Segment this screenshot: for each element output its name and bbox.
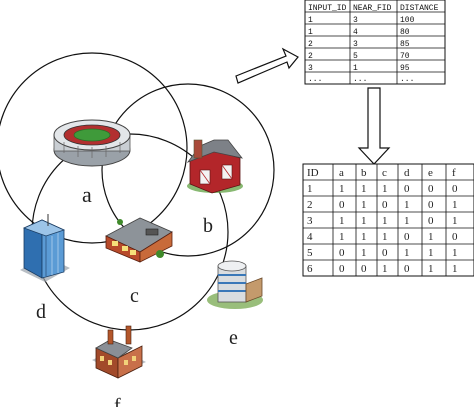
matrix-cell: 0 (428, 215, 434, 227)
matrix-cell: 5 (307, 247, 313, 259)
matrix-cell: 0 (339, 199, 345, 211)
matrix-cell: 1 (404, 199, 410, 211)
matrix-cell: 1 (307, 183, 313, 195)
stadium-icon (53, 119, 131, 167)
near-header-near-fid: NEAR_FID (353, 4, 392, 13)
near-table: INPUT_ID NEAR_FID DISTANCE 1 3 100 1 4 8… (304, 0, 446, 85)
matrix-cell: 1 (382, 263, 388, 275)
matrix-cell: 1 (452, 199, 458, 211)
label-d: d (36, 301, 46, 323)
matrix-cell: 1 (452, 247, 458, 259)
near-cell: ... (308, 75, 322, 84)
matrix-cell: 1 (339, 231, 345, 243)
matrix-cell: 1 (382, 183, 388, 195)
matrix-cell: 1 (361, 199, 367, 211)
matrix-cell: 1 (361, 247, 367, 259)
matrix-cell: 0 (428, 199, 434, 211)
matrix-cell: 3 (307, 215, 313, 227)
factory-icon (92, 325, 146, 379)
near-header-distance: DISTANCE (400, 4, 439, 13)
near-cell: ... (400, 75, 414, 84)
matrix-cell: 0 (452, 183, 458, 195)
matrix-cell: 1 (452, 215, 458, 227)
near-cell: 70 (400, 52, 410, 61)
near-cell: 1 (308, 28, 313, 37)
matrix-header-c: c (382, 167, 387, 179)
store-building-icon (105, 217, 173, 263)
matrix-cell: 0 (382, 247, 388, 259)
near-cell: 1 (308, 16, 313, 25)
matrix-cell: 6 (307, 263, 313, 275)
matrix-cell: 1 (428, 231, 434, 243)
matrix-cell: 1 (361, 215, 367, 227)
matrix-cell: 0 (404, 231, 410, 243)
near-cell: 2 (308, 40, 313, 49)
matrix-table: ID a b c d e f 1 1 1 1 0 0 0 2 0 1 0 1 0… (302, 163, 474, 277)
matrix-cell: 1 (382, 215, 388, 227)
matrix-row: 2 0 1 0 1 0 1 (307, 199, 458, 211)
matrix-cell: 2 (307, 199, 313, 211)
label-c: c (130, 285, 139, 307)
matrix-header-f: f (452, 167, 456, 179)
buffer-circle-a (0, 52, 188, 244)
matrix-cell: 0 (339, 247, 345, 259)
matrix-header-b: b (361, 167, 367, 179)
matrix-row: 5 0 1 0 1 1 1 (307, 247, 458, 259)
matrix-cell: 0 (361, 263, 367, 275)
matrix-header-e: e (428, 167, 433, 179)
matrix-cell: 1 (428, 263, 434, 275)
near-cell: 3 (308, 64, 313, 73)
matrix-cell: 1 (452, 263, 458, 275)
label-f: f (114, 395, 121, 407)
near-cell: 3 (353, 40, 358, 49)
matrix-header-id: ID (307, 167, 319, 179)
near-cell: 95 (400, 64, 410, 73)
skyscraper-icon (20, 214, 70, 282)
matrix-cell: 1 (361, 231, 367, 243)
office-tower-icon (207, 260, 263, 309)
near-cell: 5 (353, 52, 358, 61)
matrix-cell: 1 (382, 231, 388, 243)
matrix-row: 1 1 1 1 0 0 0 (307, 183, 458, 195)
matrix-header-d: d (404, 167, 410, 179)
buffer-circle-b (101, 83, 275, 257)
near-cell: ... (353, 75, 367, 84)
matrix-row: 4 1 1 1 0 1 0 (307, 231, 458, 243)
near-cell: 2 (308, 52, 313, 61)
matrix-cell: 1 (339, 215, 345, 227)
matrix-cell: 1 (404, 247, 410, 259)
matrix-cell: 0 (428, 183, 434, 195)
matrix-cell: 0 (382, 199, 388, 211)
near-header-input-id: INPUT_ID (308, 4, 347, 13)
matrix-cell: 4 (307, 231, 313, 243)
matrix-row: 6 0 0 1 0 1 1 (307, 263, 458, 275)
label-a: a (82, 182, 92, 207)
matrix-cell: 0 (404, 263, 410, 275)
label-e: e (229, 327, 238, 349)
matrix-cell: 1 (428, 247, 434, 259)
matrix-cell: 0 (404, 183, 410, 195)
matrix-cell: 0 (339, 263, 345, 275)
matrix-cell: 1 (339, 183, 345, 195)
matrix-header-a: a (339, 167, 344, 179)
near-cell: 3 (353, 16, 358, 25)
near-cell: 4 (353, 28, 358, 37)
near-cell: 80 (400, 28, 410, 37)
matrix-cell: 1 (361, 183, 367, 195)
matrix-cell: 0 (452, 231, 458, 243)
matrix-cell: 1 (404, 215, 410, 227)
near-cell: 85 (400, 40, 410, 49)
barn-icon (186, 139, 243, 194)
arrow-to-matrix-table (357, 87, 391, 165)
matrix-row: 3 1 1 1 1 0 1 (307, 215, 458, 227)
near-cell: 100 (400, 16, 415, 25)
near-cell: 1 (353, 64, 358, 73)
label-b: b (203, 215, 213, 237)
arrow-to-near-table (235, 47, 299, 84)
